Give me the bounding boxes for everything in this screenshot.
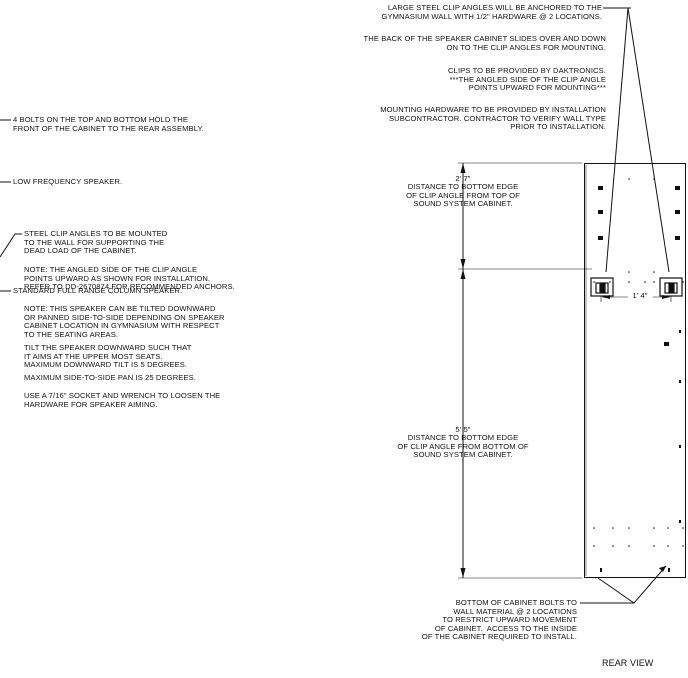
leader-clip-angles	[0, 233, 22, 258]
note-large-clip-angles: LARGE STEEL CLIP ANGLES WILL BE ANCHORED…	[381, 3, 602, 21]
note-bottom-bolts: BOTTOM OF CABINET BOLTS TO WALL MATERIAL…	[421, 598, 577, 642]
leader-bottom-bolts	[580, 565, 667, 604]
dim-bottom-description: DISTANCE TO BOTTOM EDGE OF CLIP ANGLE FR…	[397, 433, 529, 460]
dim-top-value: 2' 7"	[455, 174, 471, 183]
note-clip-angle-direction: NOTE: THE ANGLED SIDE OF THE CLIP ANGLE …	[24, 265, 235, 292]
note-clip-angles: STEEL CLIP ANGLES TO BE MOUNTED TO THE W…	[24, 229, 168, 256]
dim-clip-spacing: 1' 4"	[632, 291, 648, 300]
note-mounting-hardware: MOUNTING HARDWARE TO BE PROVIDED BY INST…	[380, 105, 606, 132]
note-clips-provided: CLIPS TO BE PROVIDED BY DAKTRONICS. ***T…	[448, 66, 606, 93]
note-max-pan: MAXIMUM SIDE-TO-SIDE PAN IS 25 DEGREES.	[24, 373, 196, 382]
note-tilt-pan: NOTE: THIS SPEAKER CAN BE TILTED DOWNWAR…	[24, 304, 225, 339]
note-socket: USE A 7/16" SOCKET AND WRENCH TO LOOSEN …	[24, 391, 221, 409]
dim-bottom-value: 5' 5"	[455, 425, 471, 434]
dim-top-description: DISTANCE TO BOTTOM EDGE OF CLIP ANGLE FR…	[406, 182, 520, 209]
clip-angle-left	[590, 277, 614, 297]
note-low-frequency-speaker: LOW FREQUENCY SPEAKER.	[13, 177, 123, 186]
note-tilt-aim: TILT THE SPEAKER DOWNWARD SUCH THAT IT A…	[24, 343, 192, 370]
note-bolts: 4 BOLTS ON THE TOP AND BOTTOM HOLD THE F…	[13, 115, 204, 133]
note-cabinet-slides: THE BACK OF THE SPEAKER CABINET SLIDES O…	[363, 34, 606, 52]
note-full-range-speaker: STANDARD FULL RANGE COLUMN SPEAKER.	[13, 286, 183, 295]
clip-angle-right	[659, 277, 683, 297]
view-label: REAR VIEW	[602, 658, 654, 668]
cabinet-outline	[584, 163, 686, 578]
